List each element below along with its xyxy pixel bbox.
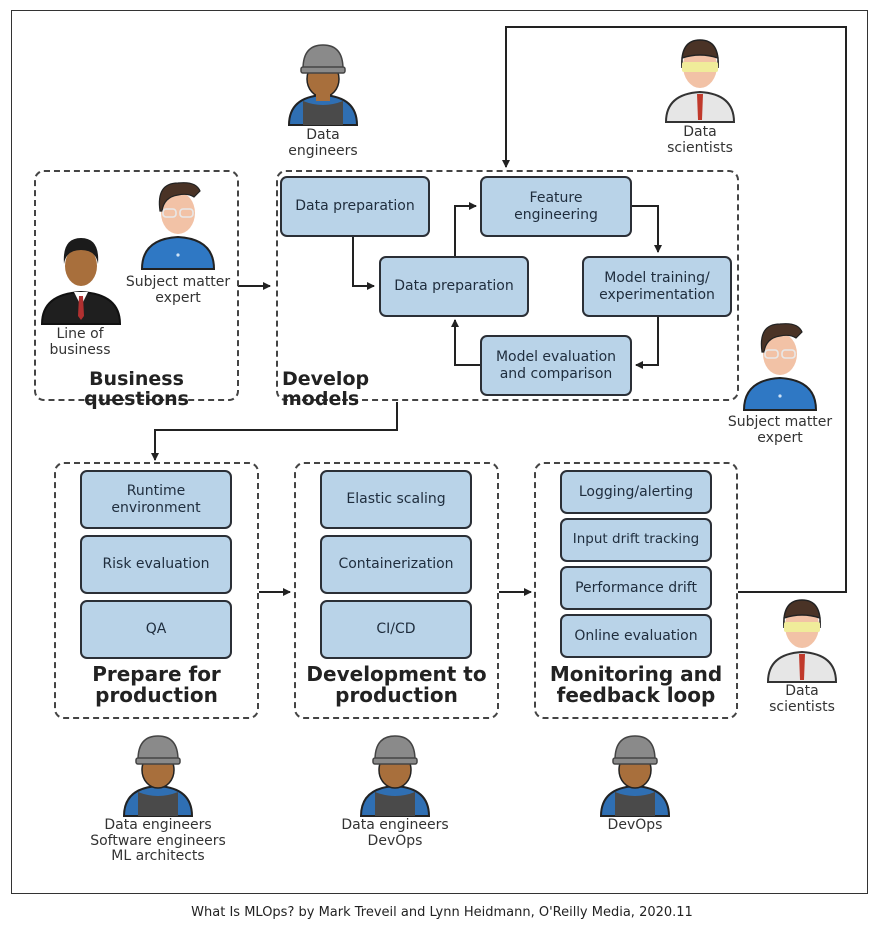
group-business-questions [34, 170, 239, 401]
group-monitoring-feedback [534, 462, 738, 719]
step-model-evaluation: Model evaluation and comparison [480, 335, 632, 396]
data-scientist-icon [766, 599, 838, 683]
group-title-monitoring-feedback: Monitoring and feedback loop [549, 662, 723, 707]
role-label-monitor-team: DevOps [607, 817, 663, 833]
group-title-develop-models: Develop models [282, 368, 370, 410]
step-risk-evaluation: Risk evaluation [80, 535, 232, 594]
figure-caption: What Is MLOps? by Mark Treveil and Lynn … [191, 905, 693, 920]
step-feature-engineering: Feature engineering [480, 176, 632, 237]
group-development-to-production [294, 462, 499, 719]
step-model-training: Model training/ experimentation [582, 256, 732, 317]
group-title-business-questions: Business questions [84, 368, 189, 410]
role-label-data-scientists-top: Data scientists [667, 124, 733, 156]
subject-matter-expert-icon [742, 323, 818, 411]
role-label-deploy-team: Data engineers DevOps [341, 817, 449, 849]
line-of-business-icon [40, 238, 122, 325]
step-logging-alerting: Logging/alerting [560, 470, 712, 514]
devops-engineer-icon [599, 735, 671, 817]
group-title-development-to-production: Development to production [306, 662, 487, 707]
step-elastic-scaling: Elastic scaling [320, 470, 472, 529]
step-data-preparation-2: Data preparation [379, 256, 529, 317]
group-develop-models [276, 170, 739, 401]
step-input-drift-tracking: Input drift tracking [560, 518, 712, 562]
step-containerization: Containerization [320, 535, 472, 594]
step-data-preparation-1: Data preparation [280, 176, 430, 237]
group-prepare-for-production [54, 462, 259, 719]
group-title-prepare-for-production: Prepare for production [92, 662, 221, 707]
data-engineer-icon [122, 735, 194, 817]
step-qa: QA [80, 600, 232, 659]
subject-matter-expert-icon [140, 182, 216, 270]
step-ci-cd: CI/CD [320, 600, 472, 659]
step-online-evaluation: Online evaluation [560, 614, 712, 658]
data-scientist-icon [664, 39, 736, 123]
role-label-data-scientists-right: Data scientists [769, 683, 835, 715]
step-runtime-environment: Runtime environment [80, 470, 232, 529]
data-engineer-icon [287, 44, 359, 126]
role-label-sme-left: Subject matter expert [125, 274, 231, 306]
role-label-sme-right: Subject matter expert [727, 414, 833, 446]
role-label-data-engineers-top: Data engineers [288, 127, 358, 159]
step-performance-drift: Performance drift [560, 566, 712, 610]
data-engineer-icon [359, 735, 431, 817]
role-label-line-of-business: Line of business [49, 326, 111, 358]
role-label-prepare-team: Data engineers Software engineers ML arc… [90, 817, 226, 865]
